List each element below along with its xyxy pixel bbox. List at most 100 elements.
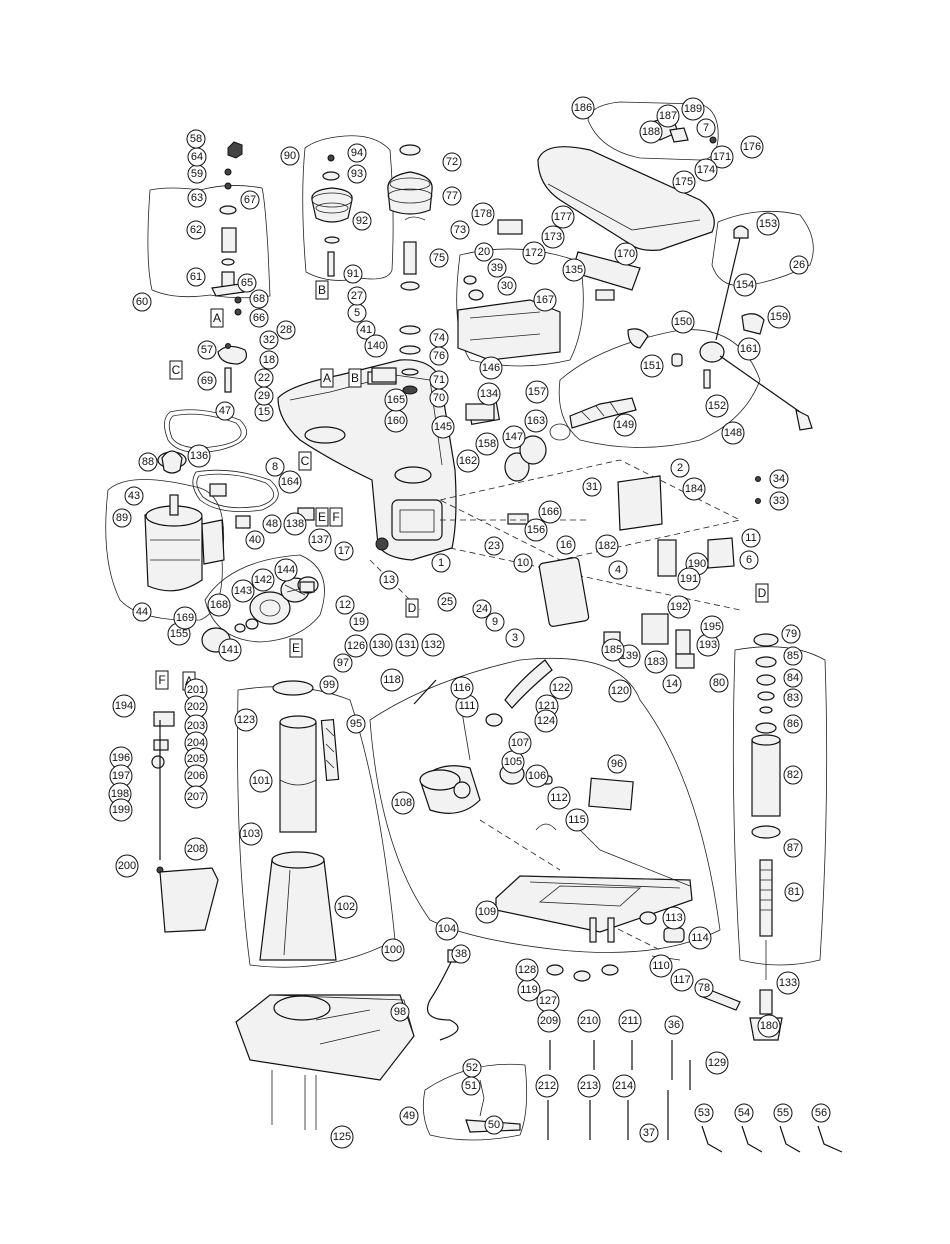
part-callout-25: 25 bbox=[437, 592, 457, 612]
svg-text:73: 73 bbox=[454, 224, 466, 236]
svg-text:57: 57 bbox=[201, 344, 213, 356]
svg-text:203: 203 bbox=[187, 720, 205, 732]
svg-text:136: 136 bbox=[190, 450, 208, 462]
svg-text:52: 52 bbox=[466, 1062, 478, 1074]
part-callout-108: 108 bbox=[391, 791, 415, 815]
part-callout-197: 197 bbox=[109, 764, 133, 788]
part-callout-77: 77 bbox=[442, 186, 462, 206]
svg-text:58: 58 bbox=[190, 133, 202, 145]
svg-text:91: 91 bbox=[347, 268, 359, 280]
svg-text:108: 108 bbox=[394, 797, 412, 809]
svg-text:159: 159 bbox=[770, 311, 788, 323]
section-tag-e: E bbox=[315, 507, 329, 527]
part-callout-43: 43 bbox=[124, 486, 144, 506]
part-callout-199: 199 bbox=[109, 798, 133, 822]
svg-text:99: 99 bbox=[323, 679, 335, 691]
part-callout-27: 27 bbox=[347, 286, 367, 306]
svg-text:97: 97 bbox=[337, 657, 349, 669]
svg-text:169: 169 bbox=[176, 612, 194, 624]
svg-text:25: 25 bbox=[441, 596, 453, 608]
base bbox=[235, 994, 415, 1130]
svg-text:A: A bbox=[323, 371, 331, 385]
part-callout-18: 18 bbox=[259, 350, 279, 370]
part-callout-15: 15 bbox=[254, 402, 274, 422]
part-callout-146: 146 bbox=[479, 356, 503, 380]
part-callout-114: 114 bbox=[688, 926, 712, 950]
svg-text:96: 96 bbox=[611, 758, 623, 770]
part-callout-36: 36 bbox=[664, 1015, 684, 1035]
svg-text:152: 152 bbox=[708, 400, 726, 412]
svg-text:121: 121 bbox=[538, 700, 556, 712]
part-callout-59: 59 bbox=[187, 164, 207, 184]
svg-text:140: 140 bbox=[367, 340, 385, 352]
part-callout-161: 161 bbox=[737, 337, 761, 361]
part-callout-81: 81 bbox=[784, 882, 804, 902]
svg-text:113: 113 bbox=[665, 912, 683, 924]
svg-text:137: 137 bbox=[311, 534, 329, 546]
svg-text:110: 110 bbox=[652, 960, 670, 972]
svg-text:28: 28 bbox=[280, 324, 292, 336]
svg-text:119: 119 bbox=[520, 984, 538, 996]
svg-text:11: 11 bbox=[745, 532, 756, 544]
part-callout-3: 3 bbox=[505, 628, 525, 648]
svg-text:211: 211 bbox=[621, 1015, 639, 1027]
motor-pulley-parts bbox=[311, 154, 353, 277]
section-tag-b: B bbox=[348, 368, 362, 388]
part-callout-14: 14 bbox=[662, 674, 682, 694]
part-callout-19: 19 bbox=[349, 612, 369, 632]
part-callout-71: 71 bbox=[429, 370, 449, 390]
part-callout-2: 2 bbox=[670, 458, 690, 478]
part-callout-66: 66 bbox=[249, 308, 269, 328]
part-callout-164: 164 bbox=[278, 470, 302, 494]
belts bbox=[164, 409, 279, 512]
depth-stop bbox=[151, 711, 219, 933]
part-callout-65: 65 bbox=[237, 273, 257, 293]
svg-text:B: B bbox=[318, 283, 326, 297]
svg-text:177: 177 bbox=[554, 211, 572, 223]
part-callout-178: 178 bbox=[471, 202, 495, 226]
svg-text:192: 192 bbox=[670, 601, 688, 613]
part-callout-40: 40 bbox=[245, 530, 265, 550]
part-callout-50: 50 bbox=[484, 1115, 504, 1135]
svg-text:B: B bbox=[351, 371, 359, 385]
svg-text:61: 61 bbox=[190, 271, 202, 283]
svg-text:158: 158 bbox=[478, 438, 496, 450]
part-callout-94: 94 bbox=[347, 143, 367, 163]
part-callout-74: 74 bbox=[429, 328, 449, 348]
svg-text:7: 7 bbox=[703, 122, 709, 134]
svg-text:112: 112 bbox=[550, 792, 568, 804]
svg-text:133: 133 bbox=[779, 977, 797, 989]
part-callout-107: 107 bbox=[508, 731, 532, 755]
svg-text:62: 62 bbox=[190, 224, 202, 236]
part-callout-166: 166 bbox=[538, 500, 562, 524]
part-callout-125: 125 bbox=[330, 1125, 354, 1149]
section-tag-c: C bbox=[298, 451, 312, 471]
svg-text:132: 132 bbox=[424, 639, 442, 651]
part-callout-172: 172 bbox=[522, 241, 546, 265]
svg-text:185: 185 bbox=[604, 644, 622, 656]
part-callout-162: 162 bbox=[456, 449, 480, 473]
part-callout-134: 134 bbox=[477, 382, 501, 406]
svg-text:130: 130 bbox=[372, 639, 390, 651]
svg-text:116: 116 bbox=[453, 682, 471, 694]
outline-belt-cover-group bbox=[587, 101, 719, 161]
svg-text:71: 71 bbox=[433, 374, 445, 386]
part-callout-6: 6 bbox=[739, 550, 759, 570]
outline-wrench-group bbox=[422, 1063, 528, 1141]
svg-text:209: 209 bbox=[540, 1015, 558, 1027]
svg-text:139: 139 bbox=[620, 650, 638, 662]
part-callout-26: 26 bbox=[789, 255, 809, 275]
svg-text:160: 160 bbox=[387, 415, 405, 427]
svg-text:145: 145 bbox=[434, 421, 452, 433]
part-callout-205: 205 bbox=[184, 747, 208, 771]
switch-bracket bbox=[457, 219, 561, 361]
svg-text:184: 184 bbox=[685, 483, 703, 495]
part-callout-144: 144 bbox=[274, 558, 298, 582]
svg-text:106: 106 bbox=[528, 770, 546, 782]
part-callout-210: 210 bbox=[577, 1009, 601, 1033]
part-callout-117: 117 bbox=[670, 968, 694, 992]
part-callout-182: 182 bbox=[595, 534, 619, 558]
section-tags: AAABBCCDDEEFF bbox=[155, 280, 769, 691]
svg-text:F: F bbox=[158, 673, 165, 687]
outline-spindle-group bbox=[732, 646, 828, 966]
